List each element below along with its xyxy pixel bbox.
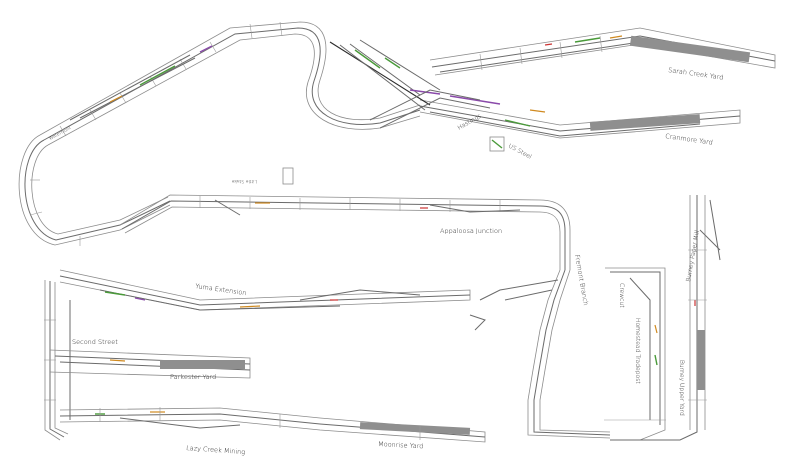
label-cranmore-yard: Cranmore Yard: [665, 132, 714, 147]
sarah-creek-yard-area: [429, 27, 776, 76]
label-sarah-creek-yard: Sarah Creek Yard: [668, 66, 724, 82]
label-lazy-creek-mining: Lazy Creek Mining: [186, 444, 246, 456]
label-moonrise-yard: Moonrise Yard: [378, 440, 424, 450]
appaloosa-mainline: [119, 194, 571, 270]
hastings-junction: [282, 39, 505, 185]
lazy-creek-and-moonrise: [59, 407, 486, 443]
label-us-steel: US Steel: [507, 143, 533, 161]
cranmore-yard-area: [419, 95, 741, 139]
label-appaloosa-junction: Appaloosa Junction: [440, 227, 502, 235]
fremont-branch: [469, 269, 611, 439]
label-yuma-extension: Yuma Extension: [195, 282, 247, 297]
label-homestead-tradepost: Homestead Tradepost: [634, 318, 641, 384]
label-parkester-yard: Parkester Yard: [170, 373, 216, 381]
label-little-stake: Little Stake: [231, 178, 257, 184]
parkester-yard-area: [49, 349, 251, 379]
top-left-loop: [18, 21, 421, 246]
label-burney-paper-mill: Burney Paper Mill: [685, 230, 701, 283]
yuma-extension-area: [44, 269, 471, 441]
burney-area: [604, 195, 721, 441]
label-crewcut: Crewcut: [618, 283, 625, 308]
label-burney-upper-yard: Burney Upper Yard: [678, 360, 685, 416]
label-hastings: Hastings: [457, 113, 483, 132]
label-second-street: Second Street: [72, 338, 118, 346]
label-fremont-branch: Fremont Branch: [573, 254, 590, 306]
